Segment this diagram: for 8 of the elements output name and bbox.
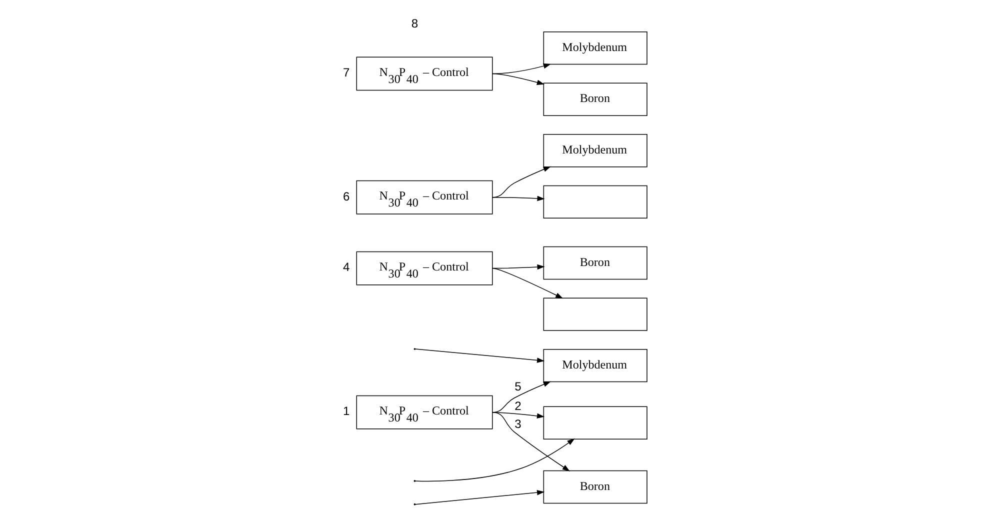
edge-label: 5 bbox=[514, 379, 521, 394]
node-label: 1 bbox=[342, 404, 350, 418]
edge-label: 2 bbox=[514, 398, 521, 413]
node-label: 4 bbox=[342, 260, 350, 274]
node-label: 7 bbox=[342, 66, 350, 80]
edge-label: 3 bbox=[514, 417, 521, 432]
node-label: 6 bbox=[342, 189, 350, 204]
label: 8 bbox=[410, 16, 418, 31]
